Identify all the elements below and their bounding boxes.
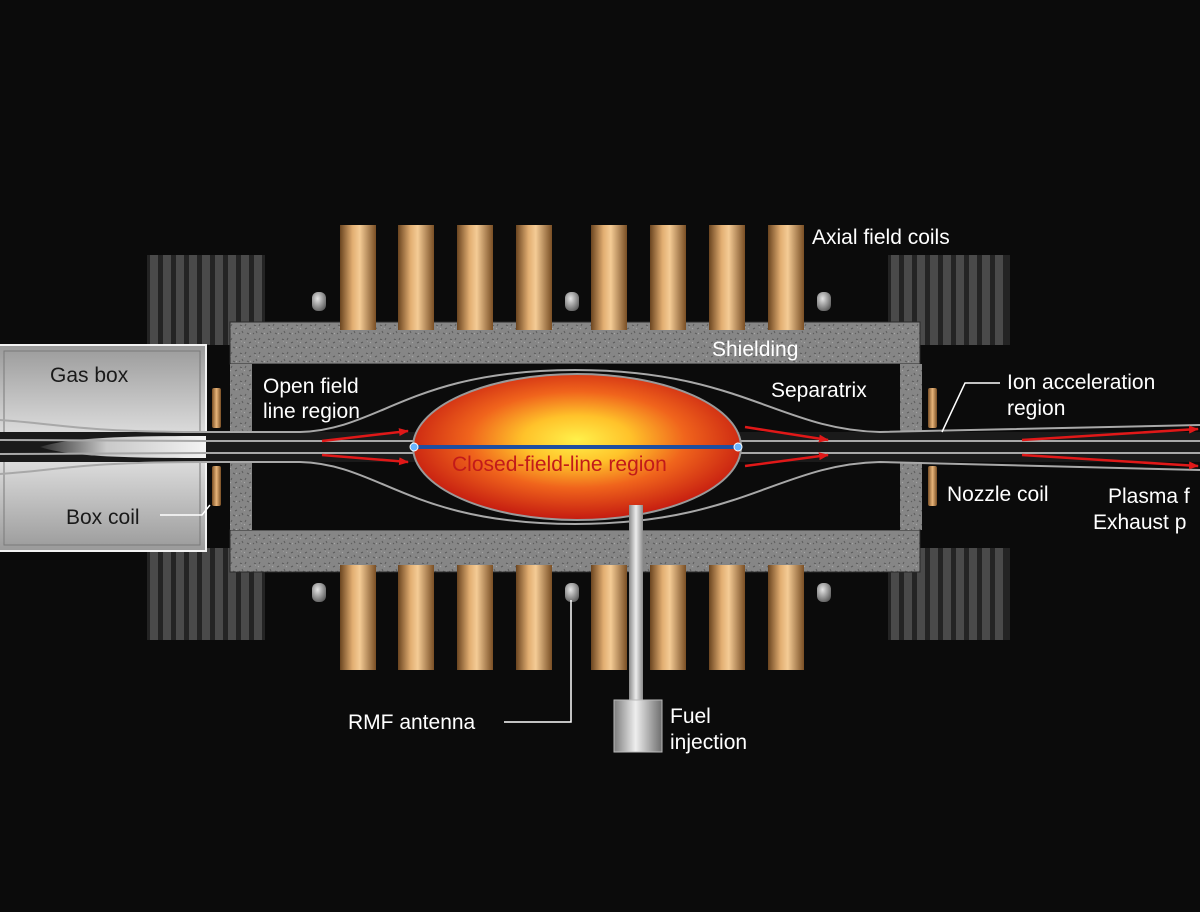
axial-field-coils-lower	[340, 565, 804, 670]
nozzle-coils	[928, 388, 937, 506]
left-lower-coil-stack	[147, 548, 265, 640]
ion-acceleration-label-2: region	[1007, 397, 1066, 420]
shielding-label: Shielding	[712, 338, 799, 361]
closed-field-line-region-label: Closed-field-line region	[452, 453, 667, 476]
leader-lines	[160, 382, 1000, 723]
exhaust-label: Exhaust p	[1093, 511, 1187, 534]
separatrix-label: Separatrix	[771, 379, 867, 402]
fuel-injection-label-2: injection	[670, 731, 748, 754]
gas-box-label: Gas box	[50, 364, 129, 387]
ion-acceleration-label-1: Ion acceleration	[1007, 371, 1156, 394]
flow-arrows	[321, 425, 1199, 470]
left-upper-coil-stack	[147, 255, 265, 345]
field-lines	[0, 368, 1200, 526]
box-coils	[212, 388, 221, 506]
rmf-antenna-label: RMF antenna	[348, 711, 476, 734]
axial-field-coils-upper	[340, 225, 804, 330]
fuel-injection-label-1: Fuel	[670, 705, 711, 728]
open-field-line-region-label-2: line region	[263, 400, 360, 423]
fuel-injector	[613, 505, 663, 753]
rmf-antenna-knobs	[312, 292, 831, 602]
open-field-line-region-label-1: Open field	[263, 375, 359, 398]
box-coil-label: Box coil	[66, 506, 140, 529]
nozzle-coil-label: Nozzle coil	[947, 483, 1049, 506]
plasma-flow-label: Plasma f	[1108, 485, 1190, 508]
separatrix-midplane	[409, 442, 743, 452]
axial-field-coils-label: Axial field coils	[812, 226, 950, 249]
